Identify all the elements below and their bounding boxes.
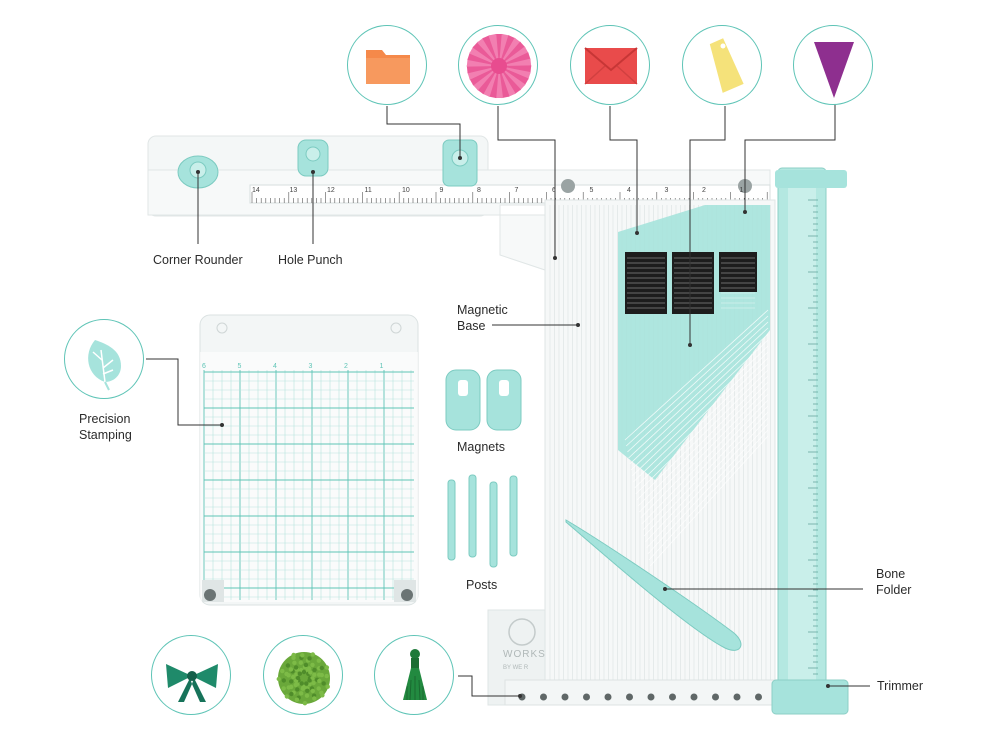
folder-icon [347, 25, 427, 105]
tassel-icon [374, 635, 454, 715]
label-bone-folder-line2: Folder [876, 583, 912, 597]
label-corner-rounder: Corner Rounder [153, 253, 243, 267]
brand-logo-subtext: BY WE R [503, 665, 529, 671]
ruler-number: 8 [477, 187, 481, 194]
label-hole-punch: Hole Punch [278, 253, 343, 267]
ruler-number: 13 [289, 187, 298, 194]
ruler-number: 1 [739, 187, 744, 194]
stamp-grid-number: 3 [308, 363, 313, 370]
ruler-number: 12 [327, 187, 335, 194]
hole-punch-tool [297, 139, 329, 177]
label-magnetic-base-line2: Base [457, 319, 486, 333]
ruler-number: 6 [552, 187, 556, 194]
magnets-pieces [445, 369, 522, 431]
stamp-grid-number: 2 [344, 363, 348, 370]
ruler-number: 4 [627, 187, 631, 194]
brand-logo-text: WORKS [503, 649, 546, 660]
ruler-number: 14 [252, 187, 260, 194]
gift-tag-icon [682, 25, 762, 105]
ruler-number: 3 [664, 187, 669, 194]
ruler-number: 9 [439, 187, 444, 194]
stamp-grid-number: 6 [202, 363, 206, 370]
label-posts: Posts [466, 578, 498, 592]
paper-rosette-icon [458, 25, 538, 105]
label-magnetic-base-line1: Magnetic [457, 303, 508, 317]
ribbon-bow-icon [151, 635, 231, 715]
ruler-number: 11 [364, 187, 372, 194]
stamp-grid-number: 1 [379, 363, 384, 370]
stamp-grid-number: 5 [237, 363, 242, 370]
pennant-banner-icon [793, 25, 873, 105]
label-bone-folder-line1: Bone [876, 567, 906, 581]
trimmer-arm [771, 167, 849, 715]
leader-lines [146, 100, 870, 697]
label-precision-stamping-line2: Stamping [79, 428, 132, 442]
stamping-platform [199, 314, 419, 606]
label-magnets: Magnets [457, 440, 505, 454]
ruler-number: 7 [514, 187, 519, 194]
ruler-number: 10 [402, 187, 410, 194]
label-trimmer: Trimmer [877, 679, 924, 693]
stamp-grid-number: 4 [273, 363, 277, 370]
posts-pieces [447, 474, 518, 568]
bone-folder-tool [565, 519, 742, 651]
ruler-number: 2 [702, 187, 706, 194]
envelope-icon [570, 25, 650, 105]
pom-pom-icon [263, 635, 343, 715]
ruler-number: 5 [589, 187, 594, 194]
leaf-icon [64, 319, 144, 399]
label-precision-stamping-line1: Precision [79, 412, 131, 426]
scoring-guide [618, 205, 770, 567]
